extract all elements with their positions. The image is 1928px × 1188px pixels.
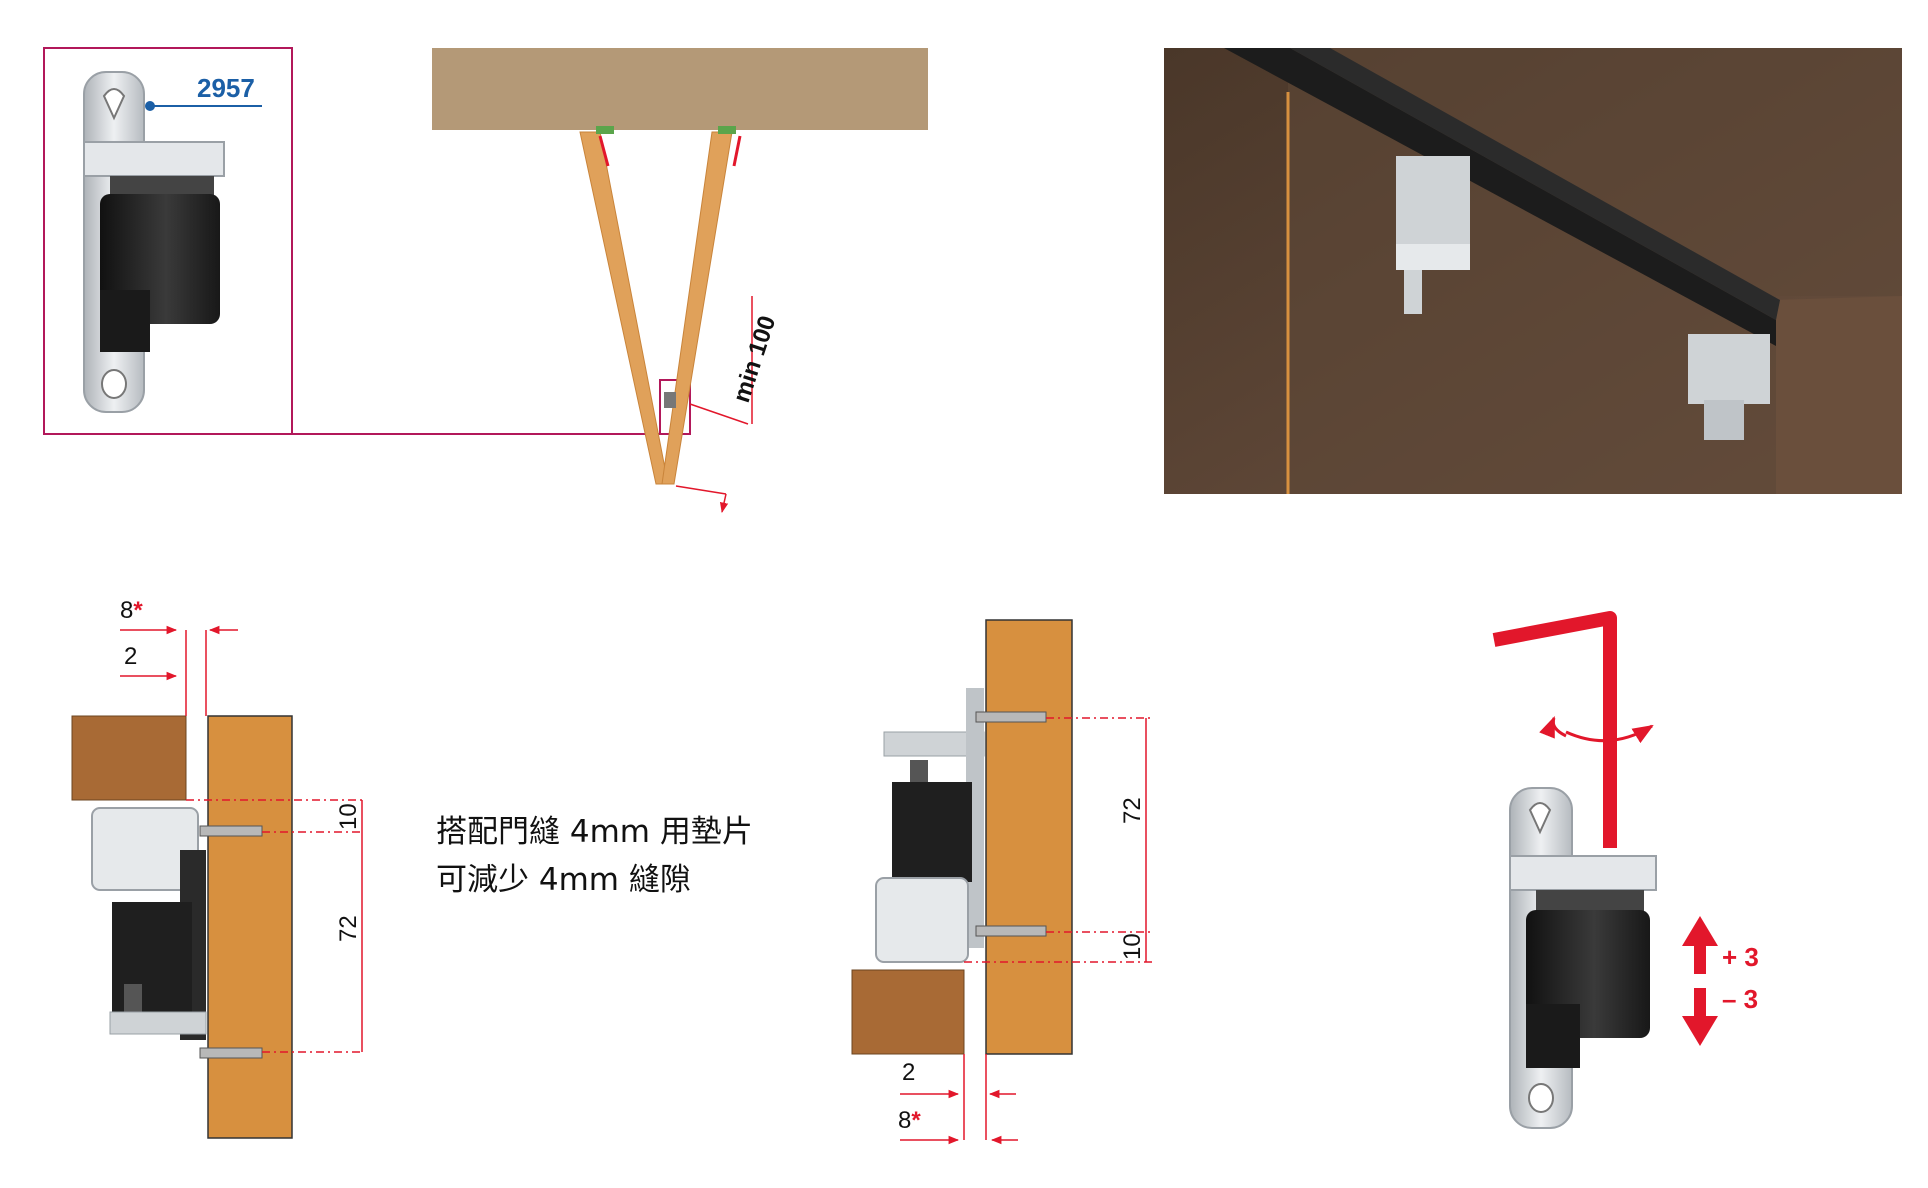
middle-bottom-offset-label: 10 — [1119, 933, 1146, 960]
middle-screw-spacing-label: 72 — [1119, 797, 1146, 824]
note-line-2: 可減少 4mm 縫隙 — [436, 862, 691, 898]
left-inner-gap-label: 2 — [124, 643, 137, 670]
v-opening-doors — [579, 126, 742, 485]
hex-key-icon — [1492, 611, 1654, 848]
part-number-label: 2957 — [197, 73, 255, 103]
door-stop-buffer-icon — [83, 71, 225, 413]
gap-shim-note: 搭配門縫 4mm 用墊片 可減少 4mm 縫隙 — [436, 808, 753, 904]
left-dimension-lines — [120, 625, 364, 1053]
adjustable-buffer-icon — [1509, 787, 1657, 1129]
min-distance-label: min 100 — [728, 312, 781, 405]
left-outer-gap-label: 8* — [120, 597, 143, 624]
middle-dimension-lines — [900, 717, 1152, 1145]
note-line-1: 搭配門縫 4mm 用墊片 — [436, 814, 753, 850]
part-leader-dot — [145, 101, 155, 111]
adjust-arrows — [1682, 916, 1718, 1046]
adjust-down-label: – 3 — [1722, 984, 1758, 1014]
adjust-up-label: + 3 — [1722, 942, 1759, 972]
3d-rail-render-icon — [1164, 48, 1902, 494]
left-screw-spacing-label: 72 — [335, 915, 362, 942]
middle-section-drawing — [851, 619, 1073, 1055]
middle-outer-gap-label: 8* — [898, 1107, 921, 1134]
top-shelf-panel — [432, 48, 928, 130]
left-section-drawing — [71, 715, 293, 1139]
left-top-offset-label: 10 — [335, 803, 362, 830]
middle-inner-gap-label: 2 — [902, 1059, 915, 1086]
min-distance-dimension — [675, 296, 753, 514]
